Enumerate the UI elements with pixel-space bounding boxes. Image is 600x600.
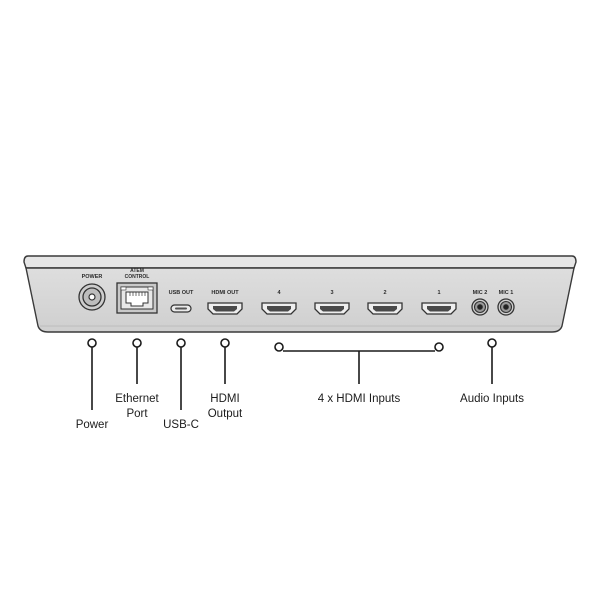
- hdmi-ports: HDMI OUT 4 3 2 1: [207, 290, 457, 315]
- hdmi-in-3-port-label: 3: [330, 290, 333, 296]
- ethernet-port-label-line2: CONTROL: [125, 274, 150, 280]
- hdmi-in-1-port: 1: [421, 290, 457, 315]
- hdmi-in-3-port: 3: [314, 290, 350, 315]
- callout-hdmi-inputs-label: 4 x HDMI Inputs: [318, 393, 401, 405]
- callout-audio-inputs-label: Audio Inputs: [460, 393, 524, 405]
- hdmi-in-2-port: 2: [367, 290, 403, 315]
- callout-audio-inputs: Audio Inputs: [460, 338, 524, 405]
- callout-ethernet: Ethernet Port: [115, 338, 160, 420]
- mic-2-jack: MIC 2: [471, 290, 489, 316]
- mic-1-jack: MIC 1: [497, 290, 515, 316]
- ethernet-port: ATEM CONTROL: [116, 268, 158, 314]
- mic-1-jack-label: MIC 1: [499, 290, 514, 296]
- callout-hdmi-output-label-line1: HDMI: [210, 393, 239, 405]
- usbc-port-label: USB OUT: [169, 290, 194, 296]
- hdmi-in-4-port-label: 4: [277, 290, 281, 296]
- chassis-face: [25, 267, 575, 333]
- callout-usbc: USB-C: [163, 338, 199, 431]
- hdmi-in-1-port-label: 1: [437, 290, 440, 296]
- hdmi-in-4-port: 4: [261, 290, 297, 315]
- hdmi-out-port: HDMI OUT: [207, 290, 243, 315]
- ethernet-port-label-line1: ATEM: [130, 268, 144, 274]
- power-port: POWER: [78, 274, 106, 311]
- device-chassis: [23, 255, 577, 333]
- callout-hdmi-inputs: 4 x HDMI Inputs: [274, 342, 444, 405]
- usbc-port: USB OUT: [169, 290, 194, 313]
- hdmi-out-port-label: HDMI OUT: [211, 290, 239, 296]
- power-port-label: POWER: [82, 274, 103, 280]
- callout-power: Power: [76, 338, 109, 431]
- callout-hdmi-output: HDMI Output: [208, 338, 243, 420]
- callout-usbc-label: USB-C: [163, 419, 199, 431]
- callout-ethernet-label-line1: Ethernet: [115, 393, 159, 405]
- callout-ethernet-label-line2: Port: [126, 408, 148, 420]
- mic-2-jack-label: MIC 2: [473, 290, 488, 296]
- hdmi-in-2-port-label: 2: [383, 290, 386, 296]
- callout-power-label: Power: [76, 419, 109, 431]
- callout-hdmi-output-label-line2: Output: [208, 408, 243, 420]
- mic-jacks: MIC 2 MIC 1: [471, 290, 515, 316]
- chassis-top-lip: [23, 255, 577, 269]
